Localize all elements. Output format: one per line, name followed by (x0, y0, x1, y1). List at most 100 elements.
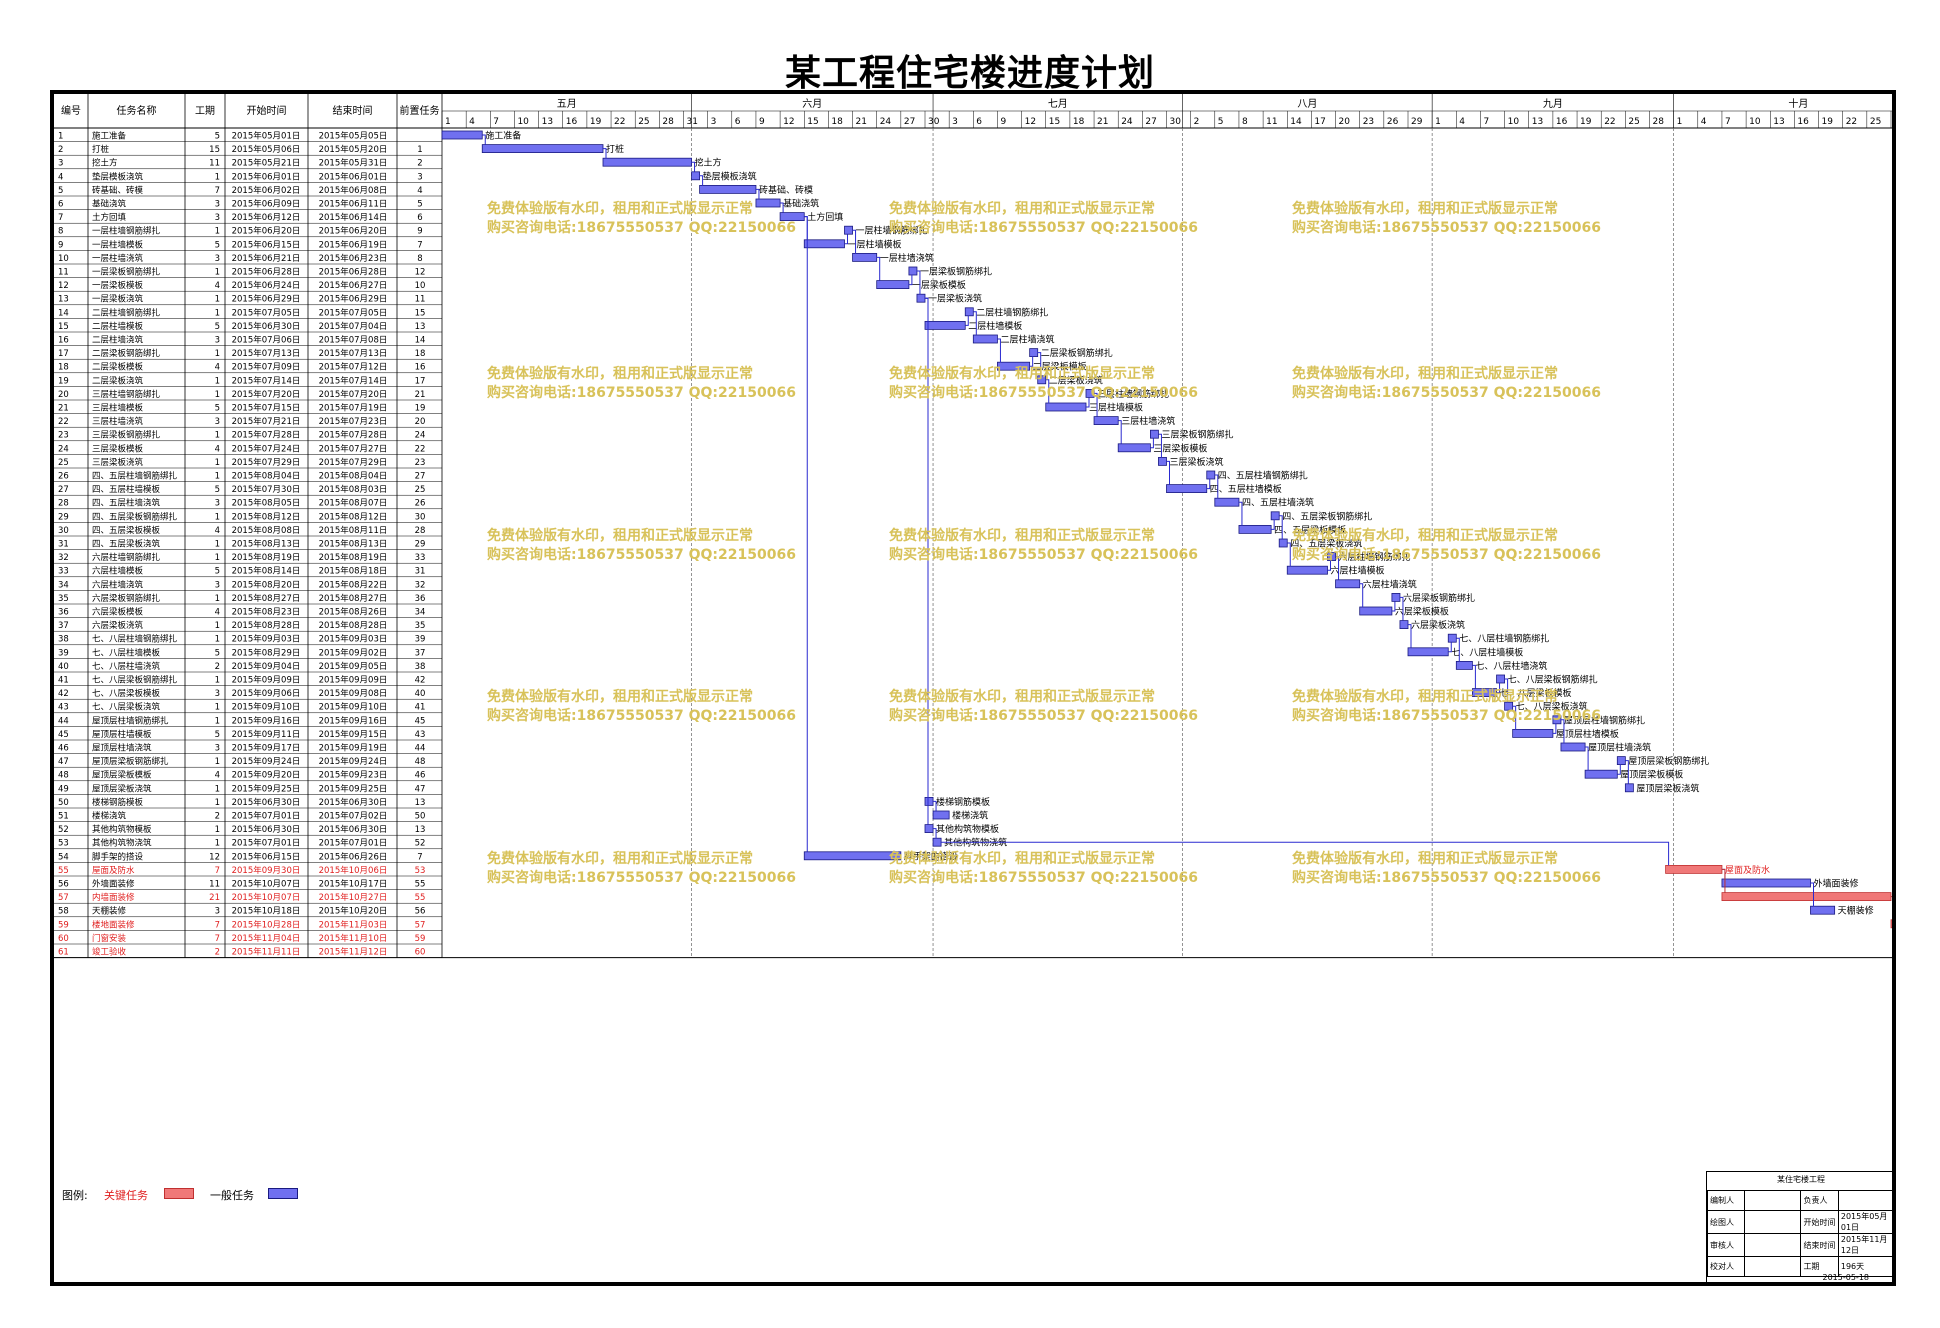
task-duration: 1 (215, 172, 220, 182)
task-name: 四、五层柱墙钢筋绑扎 (92, 471, 178, 482)
legend-critical-swatch (164, 1188, 194, 1199)
task-end: 2015年10月20日 (319, 906, 388, 917)
day-tick-label: 19 (1580, 117, 1592, 127)
task-id: 57 (58, 893, 69, 903)
day-tick-label: 27 (904, 117, 915, 127)
task-duration: 1 (215, 594, 220, 604)
task-end: 2015年09月03日 (319, 634, 388, 645)
task-duration: 1 (215, 540, 220, 550)
dependency-line (1472, 664, 1476, 689)
gantt-bar (1721, 878, 1811, 888)
watermark: 免费体验版有水印，租用和正式版显示正常购买咨询电话:18675550537 QQ… (1292, 850, 1601, 888)
task-pred: 50 (415, 812, 426, 822)
dependency-line (1166, 460, 1170, 485)
task-name: 挖土方 (92, 158, 118, 169)
task-start: 2015年08月29日 (232, 647, 301, 658)
watermark-line2: 购买咨询电话:18675550537 QQ:22150066 (1292, 547, 1601, 563)
day-tick-label: 13 (1773, 117, 1784, 127)
info-cell (1744, 1190, 1802, 1211)
gantt-bar-label: 土方回填 (807, 211, 843, 223)
task-duration: 3 (215, 213, 220, 223)
task-pred: 47 (415, 784, 426, 794)
task-end: 2015年05月20日 (319, 144, 388, 155)
task-duration: 1 (215, 295, 220, 305)
day-tick-label: 4 (469, 117, 475, 127)
day-tick-label: 10 (1749, 117, 1761, 127)
day-tick-label: 10 (1508, 117, 1520, 127)
task-pred: 11 (415, 295, 426, 305)
task-id: 29 (58, 512, 69, 522)
legend-label: 图例: (62, 1189, 88, 1202)
task-duration: 4 (215, 608, 220, 618)
gantt-bar (1270, 511, 1280, 521)
task-duration: 4 (215, 526, 220, 536)
gantt-bar-label: 六层梁板模板 (1395, 606, 1449, 618)
dependency-line (997, 338, 1001, 363)
task-duration: 3 (215, 499, 220, 509)
task-pred: 40 (415, 689, 426, 699)
gantt-bar-label: 一层柱墙浇筑 (880, 252, 934, 264)
month-label: 七月 (1048, 98, 1068, 110)
task-id: 15 (58, 322, 69, 332)
gantt-bar-label: 砖基础、砖模 (759, 184, 813, 196)
legend-normal-label: 一般任务 (210, 1189, 254, 1202)
gantt-bar (924, 797, 934, 806)
watermark-line2: 购买咨询电话:18675550537 QQ:22150066 (487, 547, 796, 563)
gantt-bar-label: 二层梁板浇筑 (1049, 374, 1103, 386)
task-name: 六层柱墙钢筋绑扎 (92, 552, 161, 563)
gantt-bar-label: 二层柱墙浇筑 (1000, 334, 1054, 346)
month-label: 九月 (1543, 98, 1563, 110)
task-end: 2015年08月11日 (319, 525, 388, 536)
task-id: 51 (58, 812, 69, 822)
gantt-bar-label: 屋顶层梁板钢筋绑扎 (1628, 755, 1709, 767)
task-duration: 4 (215, 363, 220, 373)
watermark-line1: 免费体验版有水印，租用和正式版显示正常 (487, 851, 753, 867)
day-tick-label: 7 (1483, 117, 1489, 127)
day-tick-label: 30 (1170, 117, 1182, 127)
task-start: 2015年09月16日 (232, 715, 301, 726)
day-tick-label: 16 (1556, 117, 1568, 127)
watermark-line2: 购买咨询电话:18675550537 QQ:22150066 (889, 870, 1198, 886)
gantt-bar-label: 七、八层梁板钢筋绑扎 (1508, 674, 1598, 686)
task-end: 2015年06月01日 (319, 171, 388, 182)
day-tick-label: 15 (1049, 117, 1060, 127)
task-end: 2015年06月20日 (319, 226, 388, 237)
task-pred: 8 (417, 254, 422, 264)
task-end: 2015年05月31日 (319, 158, 388, 169)
task-duration: 2 (215, 948, 220, 958)
task-pred: 35 (415, 621, 426, 631)
dependency-line (852, 229, 857, 254)
info-cell: 编制人 (1706, 1190, 1746, 1211)
task-pred: 9 (417, 227, 422, 237)
gantt-bar (924, 320, 966, 330)
task-duration: 1 (215, 512, 220, 522)
day-tick-label: 3 (711, 117, 717, 127)
task-start: 2015年06月24日 (232, 280, 301, 291)
gantt-bar-label: 四、五层柱墙浇筑 (1242, 497, 1314, 509)
task-end: 2015年09月09日 (319, 675, 388, 686)
task-end: 2015年07月12日 (319, 362, 388, 373)
task-start: 2015年11月04日 (232, 933, 301, 944)
task-id: 19 (58, 376, 69, 386)
gantt-bar-label: 打桩 (606, 143, 624, 155)
task-end: 2015年09月08日 (319, 688, 388, 699)
task-start: 2015年06月21日 (232, 253, 301, 264)
task-id: 49 (58, 784, 69, 794)
task-id: 25 (58, 458, 69, 468)
day-tick-label: 18 (831, 117, 843, 127)
task-end: 2015年07月04日 (319, 321, 388, 332)
task-name: 一层梁板浇筑 (92, 294, 144, 305)
task-pred: 7 (417, 852, 422, 862)
day-tick-label: 15 (807, 117, 818, 127)
gantt-bar (1584, 769, 1618, 779)
task-start: 2015年07月06日 (232, 335, 301, 346)
task-start: 2015年07月21日 (232, 416, 301, 427)
gantt-bar-label: 屋顶层柱墙钢筋绑扎 (1564, 714, 1645, 726)
task-id: 14 (58, 308, 69, 318)
task-id: 41 (58, 676, 69, 686)
task-id: 38 (58, 635, 69, 645)
task-duration: 4 (215, 444, 220, 454)
gantt-bar-label: 四、五层柱墙钢筋绑扎 (1218, 470, 1308, 482)
gantt-bar-label: 挖土方 (695, 157, 722, 169)
